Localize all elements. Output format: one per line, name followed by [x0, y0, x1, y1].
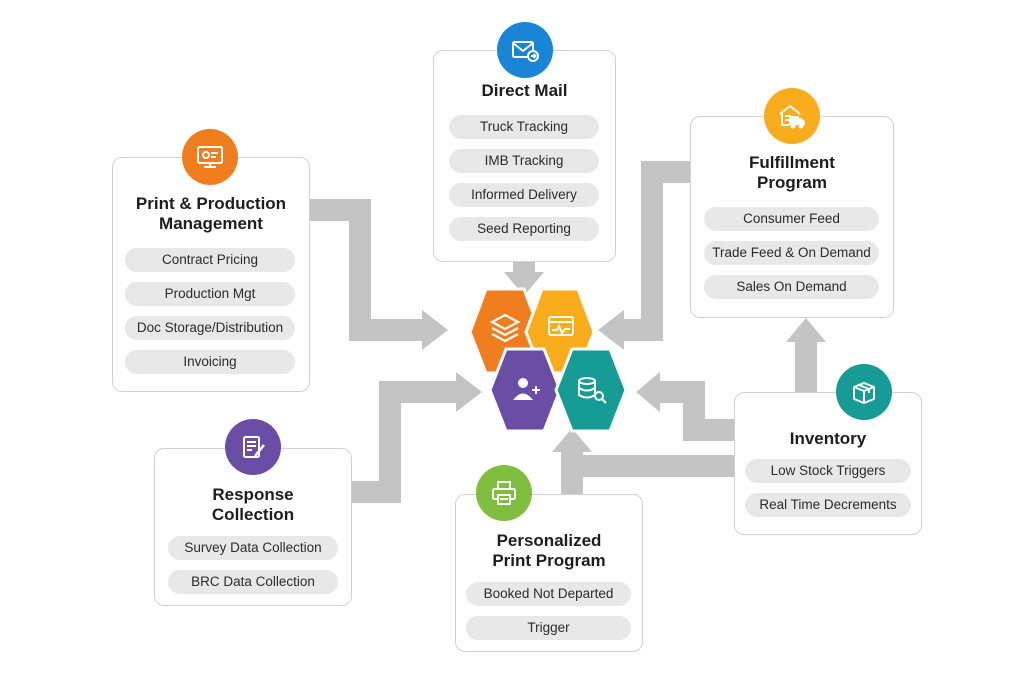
integration-hub [468, 287, 628, 433]
direct-mail-item: IMB Tracking [449, 149, 599, 173]
arrowhead-personalized-hub [552, 428, 592, 452]
personalized-card: Personalized Print Program Booked Not De… [455, 494, 643, 652]
inventory-item: Real Time Decrements [745, 493, 911, 517]
arrow-inventory-personalized [561, 455, 734, 495]
arrowhead-direct-mail [504, 272, 544, 296]
inventory-badge [836, 364, 892, 420]
fulfillment-title: Fulfillment Program [749, 153, 835, 192]
print-production-title: Print & Production Management [135, 194, 287, 233]
personalized-item: Booked Not Departed [466, 582, 631, 606]
direct-mail-card: Direct Mail Truck Tracking IMB Tracking … [433, 50, 616, 262]
print-production-card: Print & Production Management Contract P… [112, 157, 310, 392]
print-production-item: Invoicing [125, 350, 295, 374]
envelope-icon [512, 41, 539, 62]
personalized-title: Personalized Print Program [492, 531, 606, 570]
database-search-icon [578, 377, 607, 404]
print-production-item: Contract Pricing [125, 248, 295, 272]
response-badge [225, 419, 281, 475]
fulfillment-item: Sales On Demand [704, 275, 879, 299]
printer-icon [492, 481, 516, 505]
clipboard-pen-icon [243, 436, 265, 458]
inventory-title: Inventory [789, 429, 867, 448]
direct-mail-item: Informed Delivery [449, 183, 599, 207]
arrowhead-inventory-hub [636, 372, 660, 412]
hub-hex-purple [488, 347, 562, 433]
print-production-item: Doc Storage/Distribution [125, 316, 295, 340]
response-title: Response Collection [211, 485, 295, 524]
arrow-fulfillment [620, 161, 690, 341]
response-item: Survey Data Collection [168, 536, 338, 560]
inventory-card: Inventory Low Stock Triggers Real Time D… [734, 392, 922, 535]
arrowhead-fulfillment [598, 310, 624, 350]
arrowhead-inventory-fulfillment [786, 318, 826, 342]
direct-mail-item: Truck Tracking [449, 115, 599, 139]
hub-hex-teal [554, 347, 628, 433]
fulfillment-badge [764, 88, 820, 144]
direct-mail-item: Seed Reporting [449, 217, 599, 241]
direct-mail-title: Direct Mail [481, 81, 568, 100]
print-production-badge [182, 129, 238, 185]
arrow-inventory-hub [656, 381, 734, 441]
response-item: BRC Data Collection [168, 570, 338, 594]
personalized-badge [476, 465, 532, 521]
monitor-settings-icon [197, 146, 223, 168]
dashboard-window-icon [548, 316, 574, 336]
arrowhead-response [456, 372, 482, 412]
direct-mail-badge [497, 22, 553, 78]
arrow-print-production [310, 199, 425, 341]
personalized-item: Trigger [466, 616, 631, 640]
fulfillment-card: Fulfillment Program Consumer Feed Trade … [690, 116, 894, 318]
arrow-response [352, 381, 458, 503]
box-icon [853, 382, 875, 404]
layers-icon [489, 313, 521, 343]
arrowhead-print-production [422, 310, 448, 350]
inventory-item: Low Stock Triggers [745, 459, 911, 483]
fulfillment-item: Trade Feed & On Demand [704, 241, 879, 265]
fulfillment-item: Consumer Feed [704, 207, 879, 231]
warehouse-truck-icon [779, 104, 805, 129]
add-user-icon [513, 378, 540, 400]
print-production-item: Production Mgt [125, 282, 295, 306]
